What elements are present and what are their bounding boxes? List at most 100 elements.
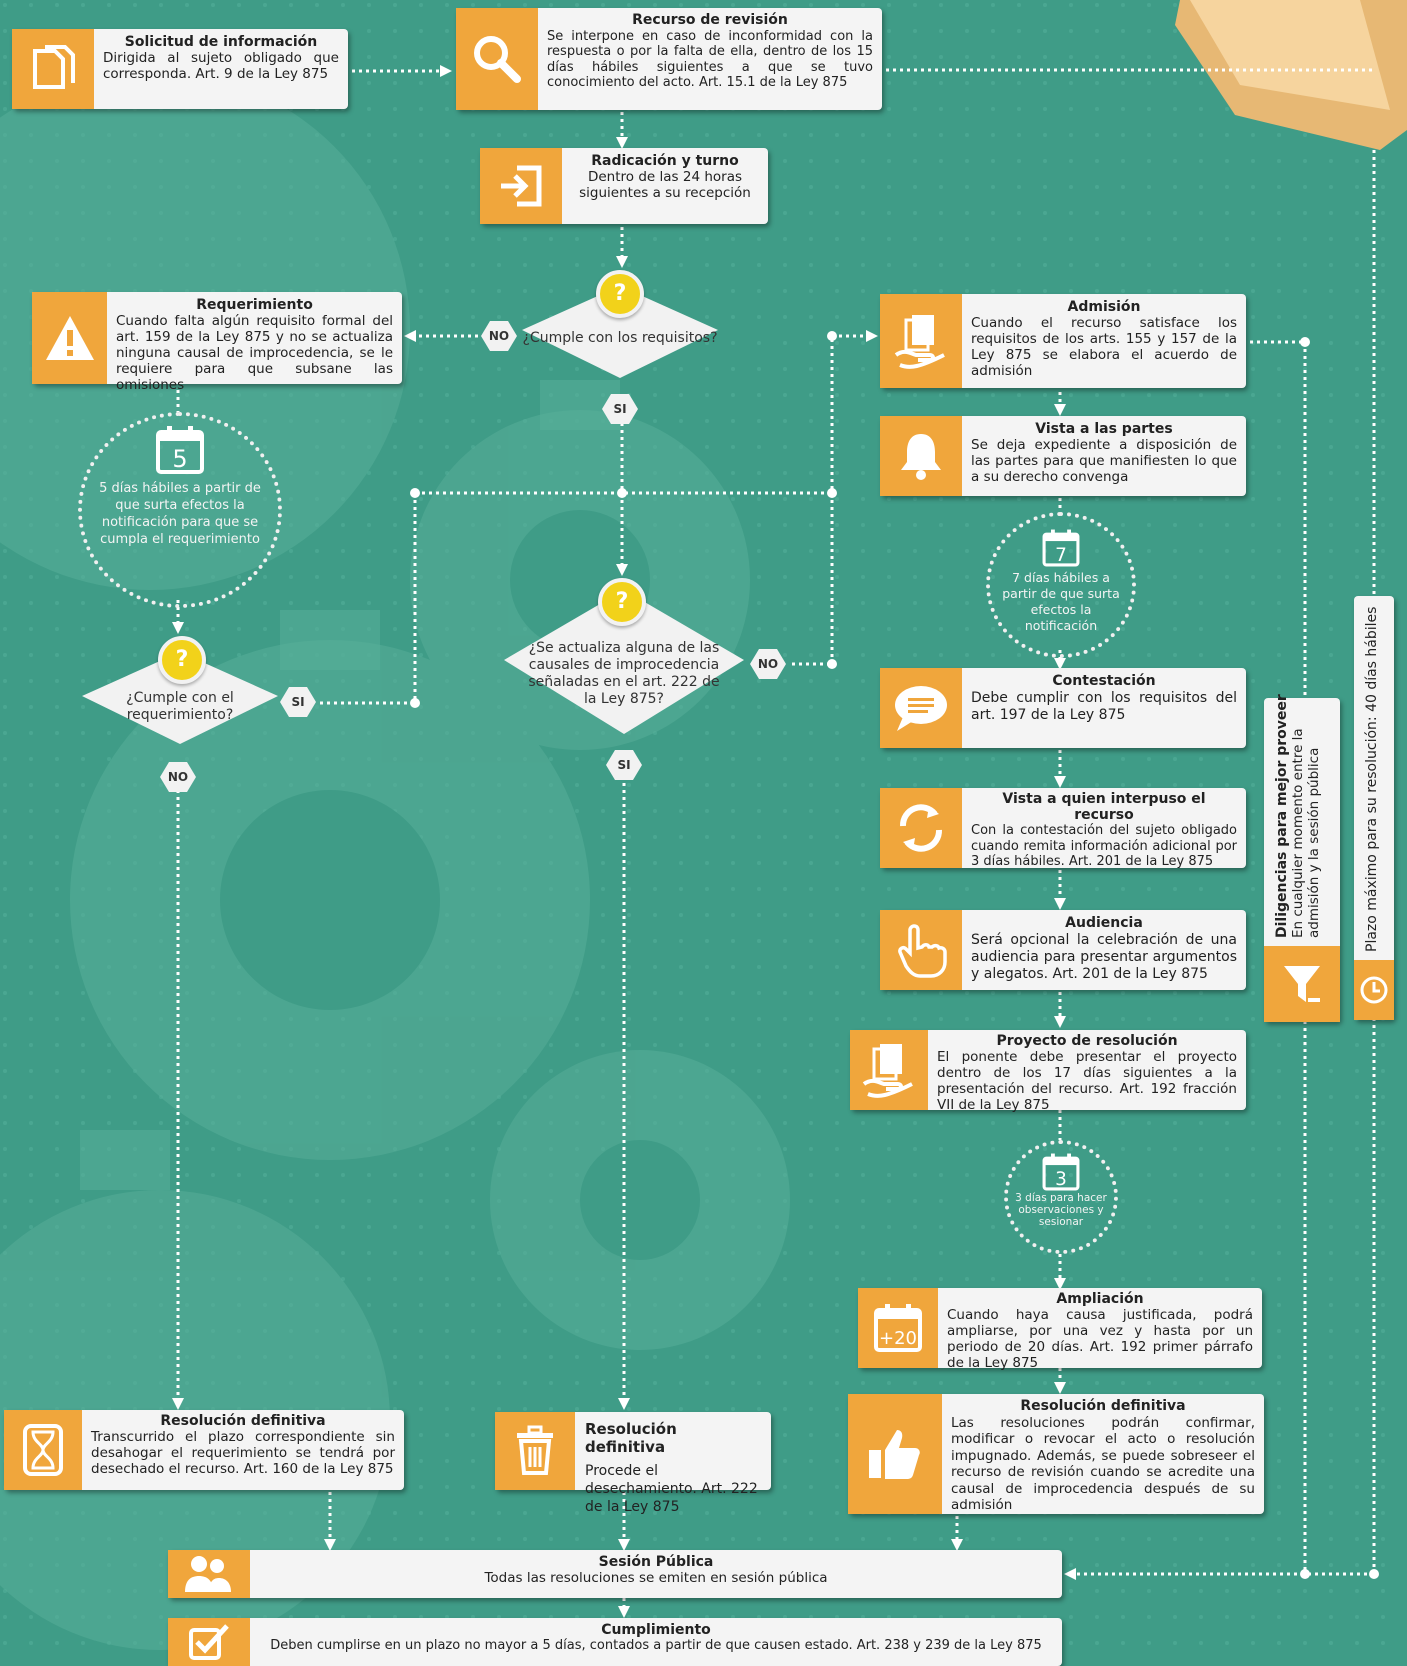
node-body: Será opcional la celebración de una audi…: [971, 932, 1237, 982]
node-title: Resolución definitiva: [160, 1413, 326, 1429]
decision-question: ¿Cumple con el requerimiento?: [126, 690, 234, 723]
node-title: Contestación: [1052, 673, 1156, 689]
node-title: Recurso de revisión: [632, 12, 788, 28]
node-body: Las resoluciones podrán confirmar, modif…: [951, 1414, 1255, 1514]
search-icon: [456, 8, 538, 110]
folder-decoration: [1175, 0, 1407, 150]
side-title: Plazo máximo para su resolución: 40 días…: [1364, 606, 1380, 952]
refresh-icon: [880, 788, 962, 868]
question-mark-icon: ?: [596, 270, 644, 318]
decision-improcedencia: ¿Se actualiza alguna de las causales de …: [502, 578, 746, 738]
node-title: Vista a quien interpuso el recurso: [1002, 791, 1206, 823]
node-body: Deben cumplirse en un plazo no mayor a 5…: [270, 1638, 1042, 1653]
node-body: Dentro de las 24 horas siguientes a su r…: [579, 169, 751, 201]
node-title: Requerimiento: [196, 297, 313, 313]
calendar-number: 5: [172, 445, 187, 473]
node-body: Dirigida al sujeto obligado que correspo…: [103, 50, 339, 82]
bell-icon: [880, 416, 962, 496]
node-title: Cumplimiento: [601, 1622, 711, 1638]
no-label: NO: [160, 762, 196, 792]
node-title: Radicación y turno: [591, 153, 739, 169]
node-body: Cuando el recurso satisface los requisit…: [971, 315, 1237, 379]
node-title: Proyecto de resolución: [996, 1033, 1178, 1049]
node-title: Resolución definitiva: [585, 1420, 677, 1456]
timer-text: 5 días hábiles a partir de que surta efe…: [99, 481, 261, 547]
node-body: Procede el desechamiento. Art. 222 de la…: [585, 1463, 758, 1515]
timer-siete: 7 7 días hábiles a partir de que surta e…: [986, 512, 1136, 658]
side-plazo: Plazo máximo para su resolución: 40 días…: [1354, 596, 1394, 1020]
funnel-icon: [1264, 946, 1340, 1022]
node-title: Sesión Pública: [598, 1554, 714, 1570]
yes-label: SI: [602, 394, 638, 424]
decision-question: ¿Se actualiza alguna de las causales de …: [528, 640, 720, 707]
question-mark-icon: ?: [158, 636, 206, 684]
timer-text: 3 días para hacer observaciones y sesion…: [1015, 1192, 1107, 1228]
no-label: NO: [481, 321, 517, 351]
node-body: Se interpone en caso de inconformidad co…: [547, 28, 873, 91]
thumbs-up-icon: [848, 1394, 942, 1514]
node-body: Cuando haya causa justificada, podrá amp…: [947, 1307, 1253, 1371]
documents-icon: [12, 29, 94, 109]
side-diligencias: Diligencias para mejor proveer En cualqu…: [1264, 694, 1340, 1022]
decision-cumple-requerimiento: ¿Cumple con el requerimiento?: [80, 640, 280, 750]
speech-bubble-icon: [880, 668, 962, 748]
node-body: Con la contestación del sujeto obligado …: [971, 823, 1237, 869]
side-diligencias-text: Diligencias para mejor proveer En cualqu…: [1274, 694, 1322, 938]
decision-requisitos: ¿Cumple con los requisitos?: [520, 268, 720, 398]
checkbox-icon: [168, 1618, 250, 1666]
calendar-plus20-icon: +20: [858, 1288, 938, 1368]
icon-text: +20: [879, 1328, 917, 1349]
node-title: Vista a las partes: [1035, 421, 1173, 437]
calendar-number: 3: [1055, 1169, 1067, 1190]
yes-label: SI: [280, 687, 316, 717]
question-mark-icon: ?: [598, 578, 646, 626]
node-body: Todas las resoluciones se emiten en sesi…: [484, 1570, 828, 1586]
node-title: Ampliación: [1056, 1291, 1144, 1307]
side-body: En cualquier momento entre la admisión y…: [1290, 728, 1322, 938]
timer-tres: 3 3 días para hacer observaciones y sesi…: [1004, 1140, 1118, 1254]
warning-icon: [32, 292, 107, 384]
node-title: Resolución definitiva: [1020, 1398, 1186, 1414]
pointing-hand-icon: [880, 910, 962, 990]
node-title: Audiencia: [1065, 915, 1143, 931]
node-body: El ponente debe presentar el proyecto de…: [937, 1049, 1237, 1113]
node-body: Debe cumplir con los requisitos del art.…: [971, 690, 1237, 723]
yes-label: SI: [606, 750, 642, 780]
node-body: Se deja expediente a disposición de las …: [971, 437, 1237, 485]
sign-in-icon: [480, 148, 562, 224]
calendar-icon: 7: [1042, 529, 1080, 567]
node-title: Solicitud de información: [124, 34, 318, 50]
calendar-icon: 3: [1042, 1153, 1080, 1191]
hand-document-icon: [880, 294, 962, 388]
trash-icon: [495, 1412, 575, 1490]
node-body: Transcurrido el plazo correspondiente si…: [91, 1429, 395, 1477]
decision-question: ¿Cumple con los requisitos?: [522, 330, 718, 346]
node-title: Admisión: [1067, 299, 1141, 315]
calendar-icon: 5: [156, 426, 204, 474]
side-title: Diligencias para mejor proveer: [1274, 694, 1290, 938]
no-label: NO: [750, 649, 786, 679]
calendar-number: 7: [1055, 545, 1067, 566]
clock-icon: [1354, 960, 1394, 1020]
hourglass-icon: [4, 1410, 82, 1490]
timer-cinco: 5 5 días hábiles a partir de que surta e…: [78, 412, 282, 608]
people-icon: [168, 1550, 250, 1598]
timer-text: 7 días hábiles a partir de que surta efe…: [1002, 570, 1120, 633]
node-body: Cuando falta algún requisito formal del …: [116, 313, 393, 393]
